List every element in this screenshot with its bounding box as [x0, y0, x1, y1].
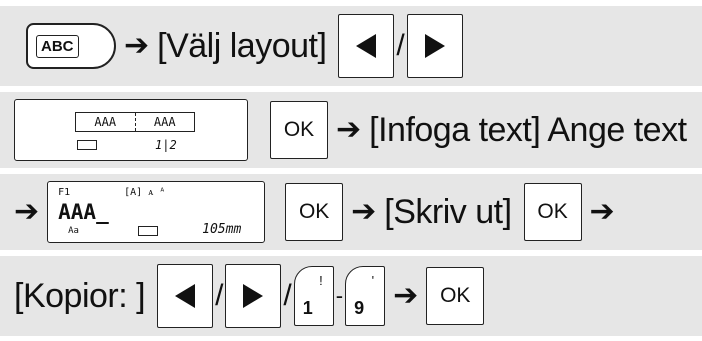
triangle-left-icon	[175, 284, 196, 308]
arrow-right-icon: ➔	[124, 29, 150, 62]
lcd-indicators: [A] ᴀ ᴬ	[124, 187, 166, 198]
row-copies: [Kopior: ] / / ! 1 - ' 9 ➔ OK	[0, 256, 702, 336]
triangle-right-icon	[243, 284, 264, 308]
lcd-function-label: F1	[58, 187, 71, 198]
key-1-symbol: !	[319, 273, 323, 288]
ok-key[interactable]: OK	[285, 183, 344, 241]
row-insert-text: AAA AAA 1|2 OK ➔ [Infoga text] Ange text	[0, 92, 702, 168]
ok-key-2[interactable]: OK	[523, 183, 582, 241]
slash-separator: /	[215, 279, 224, 312]
triangle-right-icon	[424, 34, 445, 58]
lcd-block-right: AAA	[153, 115, 176, 129]
dash-separator: -	[335, 283, 344, 308]
lcd-layout-display: AAA AAA 1|2	[14, 99, 248, 161]
arrow-right-icon: ➔	[393, 279, 419, 312]
lcd-tape-preview: AAA AAA	[75, 112, 195, 132]
print-text: [Skriv ut]	[384, 193, 512, 231]
lcd-text-display: F1 [A] ᴀ ᴬ AAA_ Aa 105mm	[47, 181, 266, 243]
arrow-right-icon: ➔	[336, 113, 362, 146]
key-9-number: 9	[354, 298, 365, 318]
row-choose-layout: ABC ➔ [Välj layout] /	[0, 6, 702, 86]
abc-key[interactable]: ABC	[26, 23, 116, 69]
triangle-left-icon	[356, 34, 377, 58]
lcd-counter: 1|2	[155, 138, 177, 152]
insert-text-text: [Infoga text] Ange text	[369, 111, 687, 149]
tape-cassette-icon	[138, 226, 159, 236]
arrow-right-icon: ➔	[14, 195, 40, 228]
lcd-block-left: AAA	[76, 113, 136, 131]
lcd-tape-size: 105mm	[202, 222, 242, 237]
ok-key[interactable]: OK	[426, 267, 485, 325]
key-1-number: 1	[302, 298, 313, 318]
left-arrow-key[interactable]	[157, 264, 214, 328]
right-arrow-key[interactable]	[406, 14, 463, 78]
lcd-mode: Aa	[68, 226, 79, 236]
row-print: ➔ F1 [A] ᴀ ᴬ AAA_ Aa 105mm OK ➔ [Skriv u…	[0, 174, 702, 250]
choose-layout-text: [Välj layout]	[157, 27, 327, 65]
lcd-text: AAA_	[58, 200, 109, 224]
arrow-right-icon: ➔	[351, 195, 377, 228]
key-9[interactable]: ' 9	[345, 266, 386, 326]
right-arrow-key[interactable]	[225, 264, 282, 328]
arrow-right-icon: ➔	[589, 195, 615, 228]
ok-key[interactable]: OK	[270, 101, 328, 159]
left-arrow-key[interactable]	[338, 14, 395, 78]
copies-text: [Kopior: ]	[14, 277, 146, 315]
slash-separator: /	[283, 279, 292, 312]
key-9-symbol: '	[371, 273, 375, 288]
key-1[interactable]: ! 1	[293, 266, 334, 326]
slash-separator: /	[396, 29, 405, 62]
abc-key-label: ABC	[36, 34, 79, 58]
tape-cassette-icon	[77, 140, 97, 150]
